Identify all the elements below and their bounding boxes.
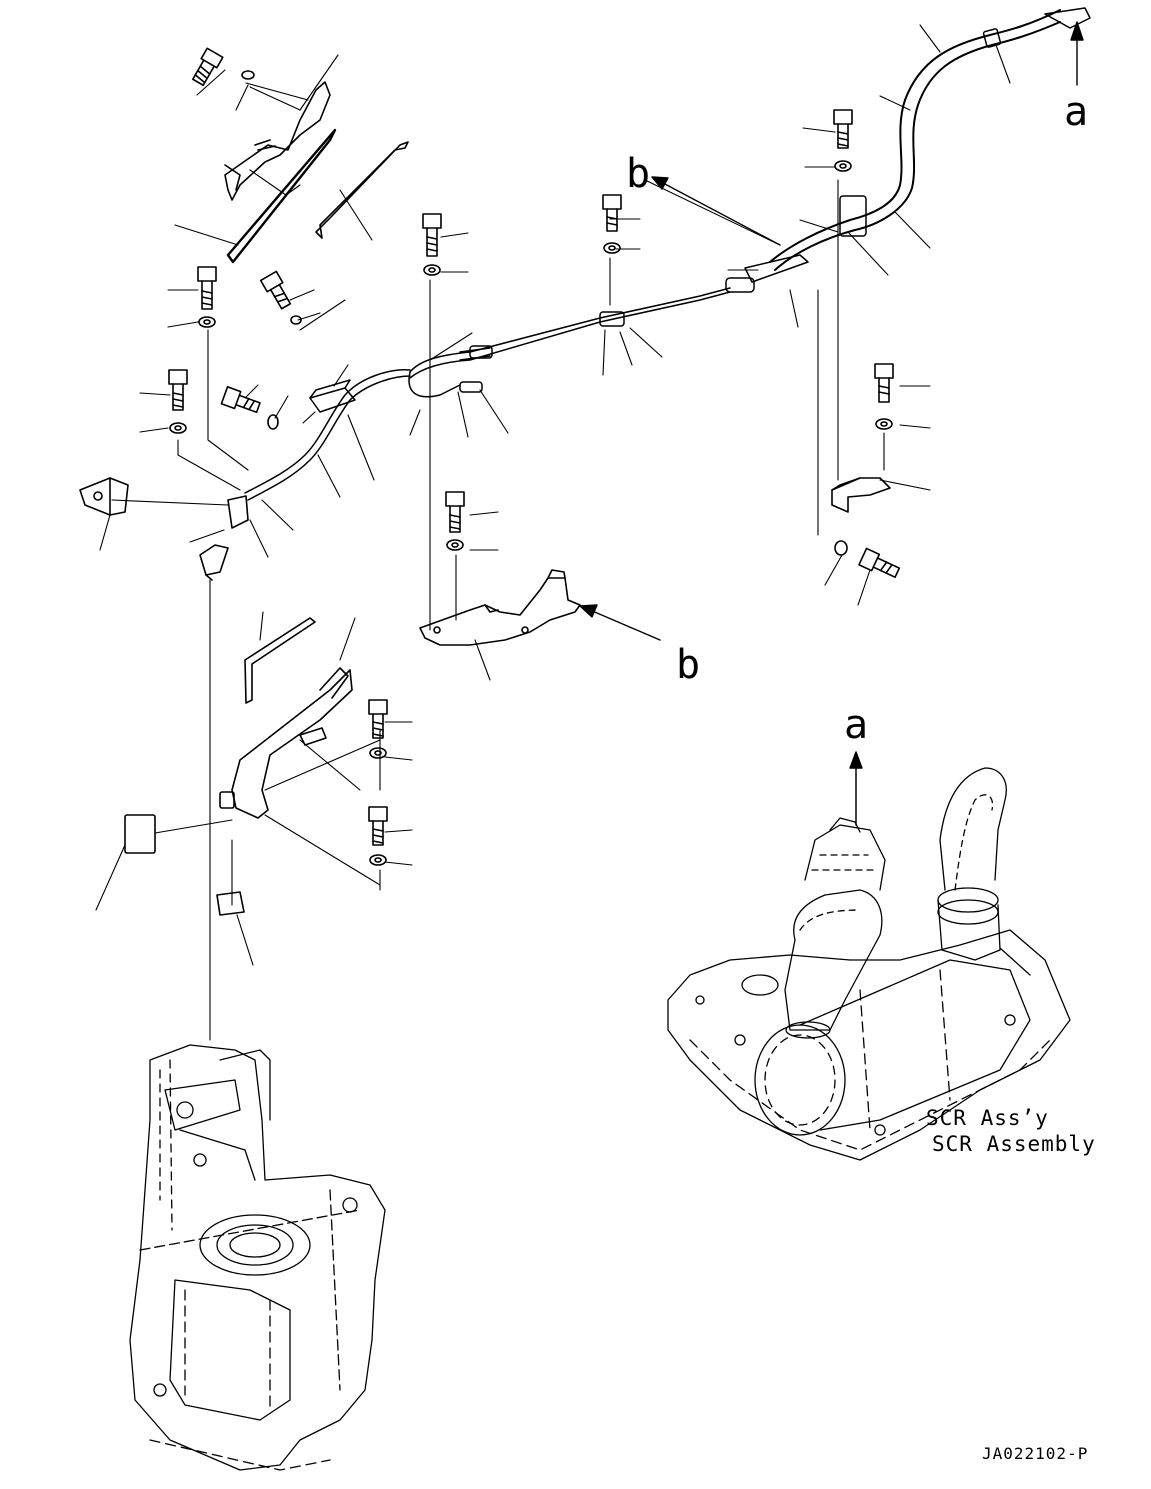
washer-icon [198, 316, 216, 328]
reference-label-b: b [626, 151, 651, 197]
engine-block-outline [129, 1044, 386, 1471]
upper-brackets [224, 81, 409, 264]
washer-icon [369, 854, 387, 866]
leader-lines [95, 24, 1011, 1041]
washer-icon [267, 414, 279, 430]
drawing-code: JA022102-P [982, 1444, 1089, 1463]
clamp-cluster-left [79, 477, 249, 581]
bolt-and-washer-set [168, 47, 901, 866]
washer-icon [446, 539, 464, 551]
wire-harness [244, 7, 1091, 501]
scr-assembly-outline [667, 767, 1071, 1161]
arrow-left-icon [651, 176, 669, 190]
washer-icon [169, 422, 187, 434]
bracket-right [831, 477, 891, 513]
bolt-icon [858, 547, 901, 579]
reference-label-a: a [844, 702, 869, 748]
bolt-icon [192, 47, 224, 87]
bracket-mid [419, 569, 581, 646]
arrow-up-icon [849, 751, 863, 769]
bolt-icon [874, 363, 894, 403]
washer-icon [834, 540, 848, 556]
assembly-caption-line2: SCR Assembly [932, 1132, 1096, 1156]
pad-icon [124, 814, 156, 854]
reference-label-b: b [676, 642, 701, 688]
bolt-icon [602, 194, 622, 232]
bolt-icon [197, 266, 217, 310]
bolt-icon [368, 806, 388, 846]
washer-icon [290, 315, 302, 325]
bolt-icon [168, 369, 188, 411]
washer-icon [834, 160, 852, 172]
reference-label-a: a [1064, 89, 1089, 135]
bolt-icon [259, 270, 292, 310]
bracket-lower-left [124, 617, 353, 916]
bolt-icon [368, 699, 388, 739]
assembly-caption-line1: SCR Ass’y [926, 1106, 1049, 1130]
washer-icon [875, 418, 893, 430]
arrow-up-icon [1070, 21, 1084, 41]
label-plate-icon [216, 891, 245, 916]
reference-arrows [579, 21, 1084, 826]
washer-icon [603, 242, 621, 254]
bolt-icon [833, 109, 853, 149]
washer-icon [369, 747, 387, 759]
bolt-icon [220, 386, 261, 414]
washer-icon [241, 70, 255, 80]
bolt-icon [422, 213, 442, 257]
bolt-icon [445, 491, 465, 533]
arrow-left-icon [579, 604, 598, 618]
washer-icon [423, 264, 441, 276]
